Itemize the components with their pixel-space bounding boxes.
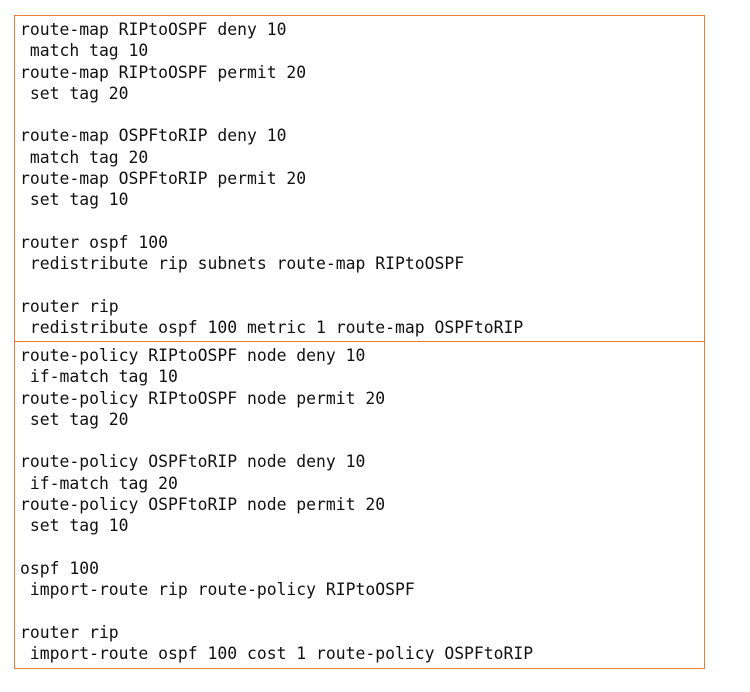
config-line — [20, 104, 704, 125]
config-line: redistribute rip subnets route-map RIPto… — [20, 254, 465, 274]
config-line: match tag 20 — [20, 147, 149, 167]
route-map-config-panel: route-map RIPtoOSPF deny 10 match tag 10… — [15, 16, 704, 342]
config-comparison-table: route-map RIPtoOSPF deny 10 match tag 10… — [14, 15, 705, 669]
config-line: import-route ospf 100 cost 1 route-polic… — [20, 644, 534, 664]
config-line: route-policy RIPtoOSPF node deny 10 — [20, 346, 366, 365]
config-line: route-policy OSPFtoRIP node permit 20 — [20, 495, 386, 515]
route-policy-config-panel: route-policy RIPtoOSPF node deny 10 if-m… — [15, 342, 704, 668]
config-line: route-map OSPFtoRIP deny 10 — [20, 126, 287, 146]
config-line — [20, 430, 704, 451]
config-line: set tag 10 — [20, 516, 129, 536]
config-line: if-match tag 20 — [20, 473, 178, 493]
config-line: route-map RIPtoOSPF deny 10 — [20, 20, 287, 39]
config-line — [20, 275, 704, 296]
config-line — [20, 211, 704, 232]
config-line — [20, 537, 704, 558]
config-line: ospf 100 — [20, 558, 99, 578]
config-line: router rip — [20, 622, 119, 642]
config-line: if-match tag 10 — [20, 367, 178, 387]
config-line: import-route rip route-policy RIPtoOSPF — [20, 580, 415, 600]
config-line: set tag 10 — [20, 190, 129, 210]
config-line: route-map RIPtoOSPF permit 20 — [20, 62, 307, 82]
config-line: set tag 20 — [20, 83, 129, 103]
config-line — [20, 601, 704, 622]
config-line: route-policy RIPtoOSPF node permit 20 — [20, 388, 386, 408]
config-line: redistribute ospf 100 metric 1 route-map… — [20, 318, 524, 338]
config-line: set tag 20 — [20, 409, 129, 429]
config-line: router rip — [20, 296, 119, 316]
config-line: route-map OSPFtoRIP permit 20 — [20, 169, 307, 189]
config-line: route-policy OSPFtoRIP node deny 10 — [20, 452, 366, 472]
config-line: match tag 10 — [20, 41, 149, 61]
config-line: router ospf 100 — [20, 232, 169, 252]
